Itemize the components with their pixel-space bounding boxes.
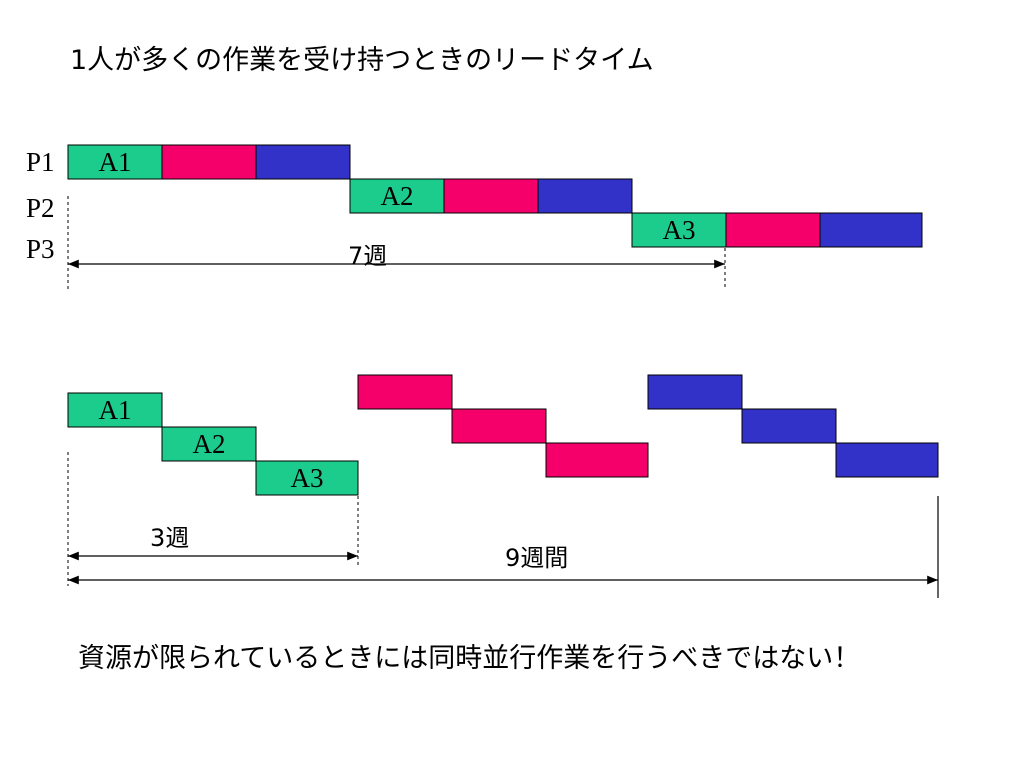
top-task-1-1-label: A1 [99, 147, 132, 177]
bottom-b-task-3 [545, 442, 649, 478]
bottom-a-task-1: A1 [67, 392, 163, 428]
bottom-c-task-3-rect [835, 442, 939, 478]
person-label-p1: P1 [26, 147, 55, 177]
top-task-1-1: A1 [67, 144, 163, 180]
bottom-a-task-3: A3 [255, 460, 359, 496]
person-label-p2: P2 [26, 193, 55, 223]
top-task-2-3-rect [537, 178, 633, 214]
top-task-3-3-rect [819, 212, 923, 248]
bottom-b-task-2-rect [451, 408, 547, 444]
top-task-1-2 [161, 144, 257, 180]
top-task-1-1-rect [67, 144, 163, 180]
bottom-b-task-1-rect [357, 374, 453, 410]
short-duration-label: 3週 [150, 524, 189, 552]
bottom-a-task-2-label: A2 [193, 429, 226, 459]
top-task-3-1-label: A3 [663, 215, 696, 245]
bottom-a-task-1-label: A1 [99, 395, 132, 425]
total-duration-label: 9週間 [505, 544, 568, 572]
bottom-a-task-3-rect [255, 460, 359, 496]
bottom-a-task-1-rect [67, 392, 163, 428]
bottom-c-task-1-rect [647, 374, 743, 410]
top-task-3-2 [725, 212, 821, 248]
bottom-c-task-2-rect [741, 408, 837, 444]
bottom-c-task-3 [835, 442, 939, 478]
top-task-3-3 [819, 212, 923, 248]
top-task-2-1: A2 [349, 178, 445, 214]
bottom-a-task-2: A2 [161, 426, 257, 462]
bottom-b-task-2 [451, 408, 547, 444]
top-task-3-2-rect [725, 212, 821, 248]
top-task-1-3-rect [255, 144, 351, 180]
top-task-2-1-label: A2 [381, 181, 414, 211]
top-task-3-1: A3 [631, 212, 727, 248]
bottom-c-task-1 [647, 374, 743, 410]
bottom-c-task-2 [741, 408, 837, 444]
top-task-2-2 [443, 178, 539, 214]
bottom-b-task-1 [357, 374, 453, 410]
bottom-a-task-3-label: A3 [291, 463, 324, 493]
bottom-b-task-3-rect [545, 442, 649, 478]
page-title: 1人が多くの作業を受け持つときのリードタイム [70, 45, 654, 76]
top-task-1-2-rect [161, 144, 257, 180]
top-task-1-3 [255, 144, 351, 180]
person-label-p3: P3 [26, 234, 55, 264]
top-task-2-3 [537, 178, 633, 214]
top-task-2-2-rect [443, 178, 539, 214]
bottom-a-task-2-rect [161, 426, 257, 462]
conclusion-text: 資源が限られているときには同時並行作業を行うべきではない！ [78, 643, 861, 674]
top-duration-label: 7週 [348, 242, 387, 270]
top-task-2-1-rect [349, 178, 445, 214]
